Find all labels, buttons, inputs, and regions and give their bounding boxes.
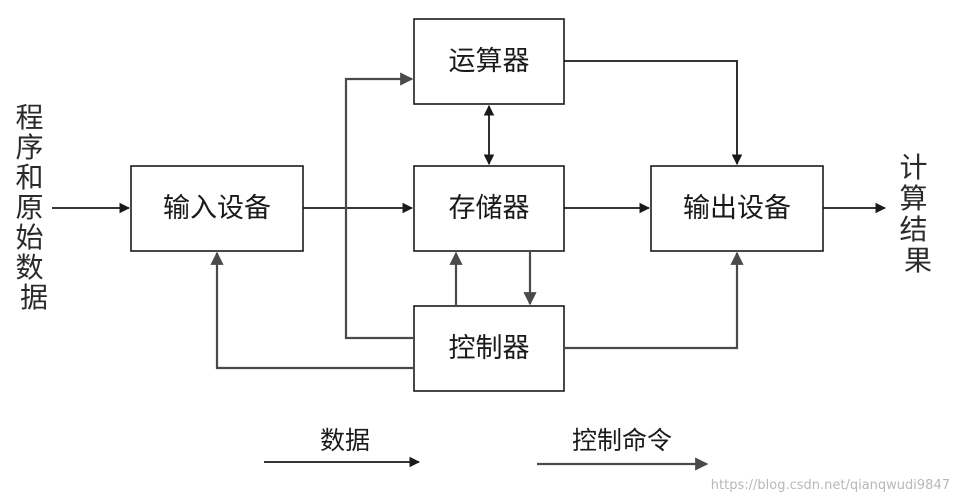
left-input-label: 程 序 和 原 始 数 据 (16, 101, 53, 314)
memory-label: 存储器 (449, 193, 530, 224)
right-result-label: 计 算 结 果 (900, 151, 937, 277)
alu-label: 运算器 (449, 46, 530, 77)
memory-box: 存储器 (413, 165, 565, 252)
watermark-text: https://blog.csdn.net/qianqwudi9847 (711, 478, 950, 493)
output-device-label: 输出设备 (683, 193, 791, 224)
controller-label: 控制器 (449, 333, 530, 364)
input-device-label: 输入设备 (163, 193, 271, 224)
control-arrow-to-input (210, 251, 414, 370)
input-device-box: 输入设备 (130, 165, 304, 252)
legend-data-label: 数据 (320, 426, 370, 455)
input-device-box-frame (130, 165, 304, 252)
controller-box-frame (413, 305, 565, 392)
memory-box-frame (413, 165, 565, 252)
arrow-alu-to-output (564, 60, 743, 166)
alu-box-frame (413, 18, 565, 105)
legend: 数据 控制命令 (264, 426, 709, 471)
output-device-box-frame (650, 165, 824, 252)
control-arrow-to-output (564, 251, 744, 350)
legend-control-label: 控制命令 (572, 426, 672, 455)
alu-box: 运算器 (413, 18, 565, 105)
controller-box: 控制器 (413, 305, 565, 392)
output-device-box: 输出设备 (650, 165, 824, 252)
control-arrow-to-alu (344, 72, 414, 340)
